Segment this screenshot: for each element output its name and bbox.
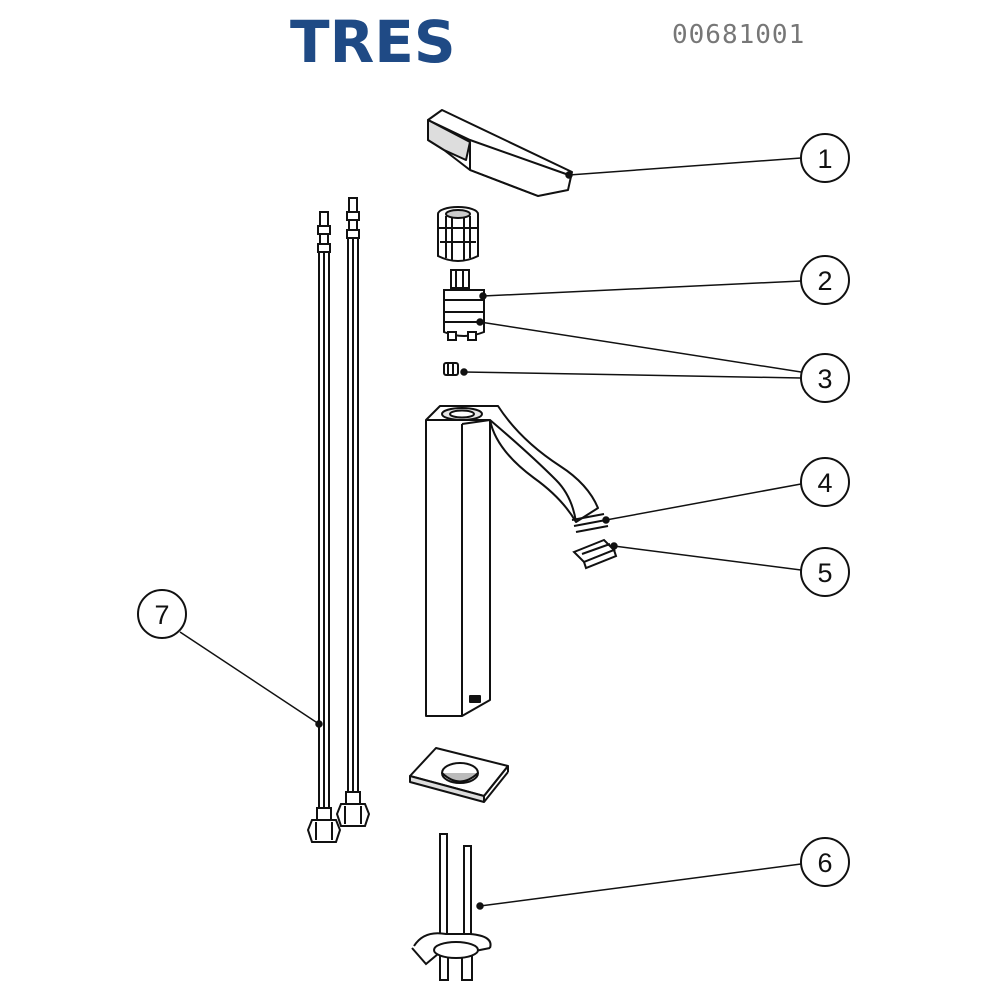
part-code: 00681001 — [672, 20, 806, 50]
callout-7-label: 7 — [154, 600, 169, 630]
part-5-aerator — [572, 538, 618, 570]
part-2-cartridge — [443, 269, 485, 341]
callout-4-label: 4 — [817, 468, 832, 498]
callout-2-label: 2 — [817, 266, 832, 296]
part-1-handle — [427, 109, 573, 197]
brand-logo: TRES — [290, 8, 456, 76]
callout-2: 2 — [800, 255, 850, 305]
faucet-body — [425, 405, 599, 717]
callout-4: 4 — [800, 457, 850, 507]
leader-lines — [179, 157, 802, 910]
callout-7: 7 — [137, 589, 187, 639]
callout-3: 3 — [800, 353, 850, 403]
brand-logo-text: TRES — [290, 8, 456, 76]
callout-1: 1 — [800, 133, 850, 183]
part-4-aerator-gasket — [571, 513, 609, 533]
part-7-hose-left — [306, 211, 342, 843]
callout-6-label: 6 — [817, 848, 832, 878]
base-plate — [409, 747, 509, 803]
part-7-hose-right — [335, 197, 371, 827]
callout-5: 5 — [800, 547, 850, 597]
callout-6: 6 — [800, 837, 850, 887]
part-2-cartridge-cap — [437, 206, 479, 262]
callout-3-label: 3 — [817, 364, 832, 394]
callout-5-label: 5 — [817, 558, 832, 588]
callout-1-label: 1 — [817, 144, 832, 174]
part-3-set-screw — [443, 362, 459, 376]
part-6-fixing-kit — [411, 833, 492, 981]
